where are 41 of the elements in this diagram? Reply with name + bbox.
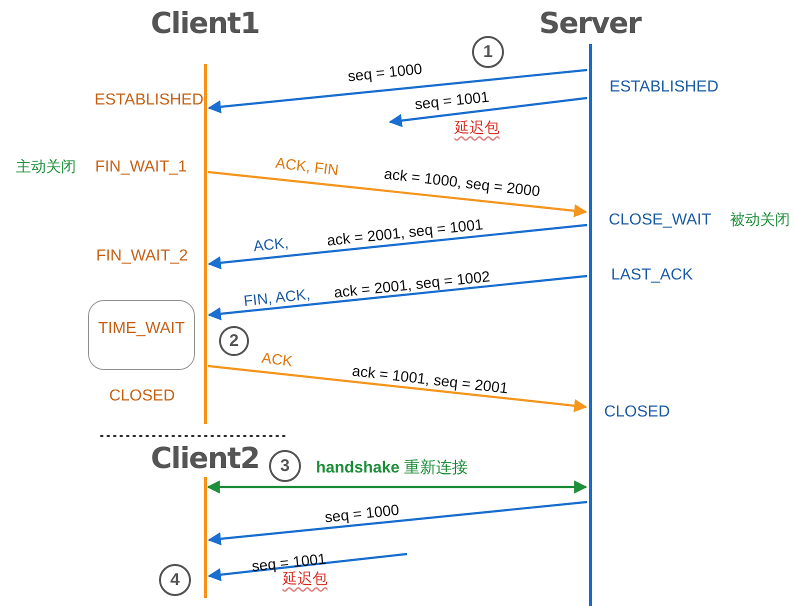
note-label: 被动关闭 [730, 212, 790, 228]
step-number-circle: 4 [159, 564, 191, 596]
edge-label: ack = 1001, seq = 2001 [351, 362, 509, 398]
arrow [208, 274, 588, 320]
flag-label: ACK, FIN [274, 154, 340, 180]
edge-label: ack = 2001, seq = 1001 [326, 216, 484, 250]
arrow [208, 170, 588, 218]
arrow [206, 480, 588, 494]
state-label: CLOSED [109, 388, 175, 404]
note-label: 延迟包 [454, 120, 500, 136]
participant-title: Client2 [150, 441, 260, 475]
flag-label: FIN, ACK, [242, 286, 312, 310]
state-box: TIME_WAIT [88, 300, 195, 370]
participant-title: Server [538, 6, 642, 40]
participant-title: Client1 [150, 6, 260, 40]
edge-label: ack = 2001, seq = 1002 [333, 268, 491, 302]
state-label: ESTABLISHED [609, 78, 719, 96]
note-label: 主动关闭 [16, 158, 76, 176]
flag-label: ACK [260, 350, 294, 370]
state-label: CLOSE_WAIT [608, 212, 712, 228]
arrow [208, 500, 588, 546]
state-label: FIN_WAIT_1 [95, 158, 187, 176]
edge-label: seq = 1000 [347, 60, 423, 86]
arrow [388, 96, 588, 128]
state-label: CLOSED [604, 404, 670, 420]
edge-label: seq = 1000 [324, 502, 400, 526]
edge-label: handshake 重新连接 [316, 460, 468, 476]
arrow [208, 68, 588, 114]
step-number-circle: 1 [472, 36, 504, 68]
flag-label: ACK, [252, 234, 290, 256]
arrow [208, 224, 588, 270]
state-label: ESTABLISHED [94, 92, 204, 108]
step-number-circle: 2 [219, 326, 249, 356]
edge-label: seq = 1001 [414, 88, 490, 114]
state-label: FIN_WAIT_2 [96, 248, 188, 264]
edge-label: ack = 1000, seq = 2000 [383, 166, 541, 200]
step-number-circle: 3 [269, 450, 301, 482]
arrow [208, 364, 588, 412]
state-label: LAST_ACK [611, 266, 693, 284]
arrow [208, 552, 408, 582]
note-label: 延迟包 [282, 570, 328, 588]
